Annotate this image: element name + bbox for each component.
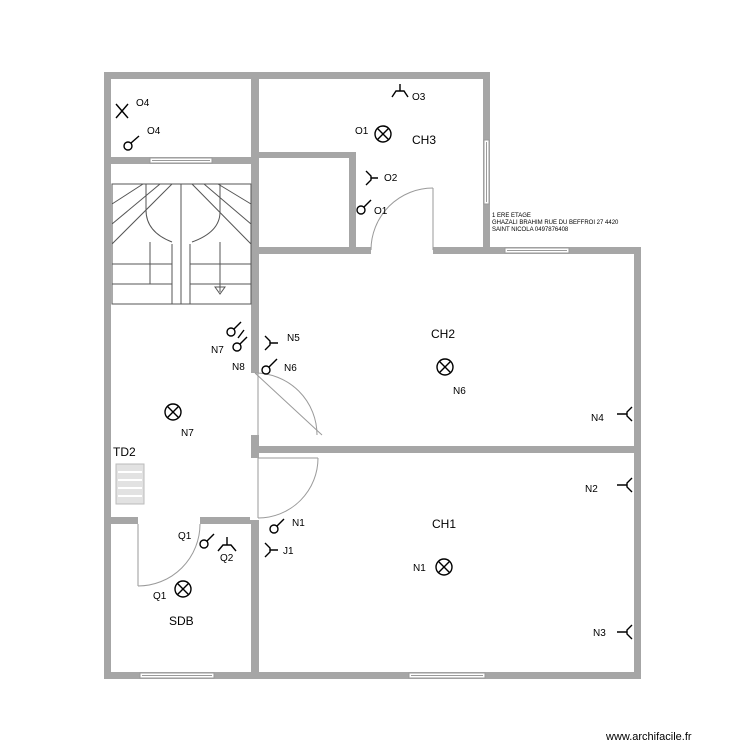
- label-o4-cross: O4: [136, 98, 150, 109]
- room-label-td2: TD2: [113, 445, 136, 459]
- floor-info-line1: 1 ERE ETAGE: [492, 213, 531, 219]
- label-n7-switch: N7: [211, 345, 224, 356]
- room-label-ch1: CH1: [432, 517, 456, 531]
- label-n8: N8: [232, 362, 245, 373]
- room-labels: CH3 CH2 CH1 SDB TD2: [113, 133, 456, 628]
- label-n6-switch: N6: [284, 363, 297, 374]
- room-label-ch2: CH2: [431, 327, 455, 341]
- electrical-panel: [115, 463, 145, 505]
- label-n2: N2: [585, 484, 598, 495]
- switches: [123, 135, 372, 549]
- wall-outer-right: [634, 247, 641, 679]
- symbol-labels: O4 O4 O3 O1 O2 O1 N7 N5 N8 N6 N6 N7 N4 N…: [136, 92, 606, 639]
- label-n1-switch: N1: [292, 518, 305, 529]
- label-q1-light: Q1: [153, 591, 167, 602]
- wall-outer-bottom: [104, 672, 641, 679]
- switch-o1-icon: [356, 199, 372, 215]
- label-o4-switch: O4: [147, 126, 161, 137]
- label-o3: O3: [412, 92, 426, 103]
- switch-q1-icon: [199, 533, 215, 549]
- socket-n5-icon: [264, 335, 278, 351]
- room-label-ch3: CH3: [412, 133, 436, 147]
- floor-info-line2: GHAZALI BRAHIM RUE DU BEFFROI 27 4420: [492, 220, 619, 226]
- socket-q2-icon: [217, 537, 237, 552]
- switch-n7a-icon: [226, 321, 242, 337]
- socket-j1-icon: [264, 542, 278, 558]
- light-n1-icon: [435, 558, 453, 576]
- light-q1-icon: [174, 580, 192, 598]
- door-ch2: [250, 372, 323, 436]
- sockets: [115, 84, 633, 640]
- room-label-sdb: SDB: [169, 614, 194, 628]
- label-n3: N3: [593, 628, 606, 639]
- window-ch2-top: [504, 247, 570, 254]
- switch-n7b-icon: [232, 336, 248, 352]
- label-o2: O2: [384, 173, 398, 184]
- window-ch3-right: [483, 139, 490, 205]
- staircase: [111, 183, 252, 305]
- window-closet-bottom: [149, 157, 213, 164]
- switch-n7-connector: [237, 329, 245, 339]
- socket-o2-icon: [365, 170, 378, 186]
- wall-outer-top: [104, 72, 490, 79]
- door-sdb: [137, 516, 201, 587]
- doors: [137, 187, 434, 587]
- switch-n1-icon: [269, 518, 285, 534]
- label-n4: N4: [591, 413, 604, 424]
- door-ch1: [250, 457, 319, 520]
- switch-n6-icon: [261, 358, 278, 375]
- socket-n3-icon: [617, 624, 633, 640]
- light-n7-icon: [164, 403, 182, 421]
- wall-niche-top: [259, 152, 356, 158]
- switch-o4-icon: [123, 135, 140, 151]
- socket-n4-icon: [617, 406, 633, 422]
- label-o1-switch: O1: [374, 206, 388, 217]
- label-n5: N5: [287, 333, 300, 344]
- credit-watermark: www.archifacile.fr: [605, 731, 692, 743]
- socket-o3-icon: [391, 84, 409, 98]
- label-n6-light: N6: [453, 386, 466, 397]
- floor-info-line3: SAINT NICOLA 0497876408: [492, 227, 569, 233]
- floor-info: 1 ERE ETAGE GHAZALI BRAHIM RUE DU BEFFRO…: [492, 213, 619, 233]
- window-sdb-bottom: [139, 672, 215, 679]
- point-o4-cross-icon: [115, 103, 129, 119]
- wall-niche-right: [349, 152, 356, 251]
- label-j1: J1: [283, 546, 294, 557]
- label-q2: Q2: [220, 553, 234, 564]
- label-n1-light: N1: [413, 563, 426, 574]
- window-ch1-bottom: [408, 672, 486, 679]
- socket-n2-icon: [617, 477, 633, 493]
- light-points: [164, 125, 454, 598]
- light-n6-icon: [436, 358, 454, 376]
- light-o1-icon: [374, 125, 392, 143]
- wall-outer-left: [104, 72, 111, 679]
- label-n7-light: N7: [181, 428, 194, 439]
- label-q1-switch: Q1: [178, 531, 192, 542]
- windows: [139, 139, 570, 679]
- door-ch3: [370, 187, 434, 255]
- label-o1-light: O1: [355, 126, 369, 137]
- wall-ch2-ch1: [259, 446, 641, 453]
